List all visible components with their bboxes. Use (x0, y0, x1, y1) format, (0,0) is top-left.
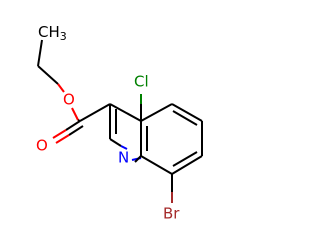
bond-c3-c4 (109, 103, 142, 122)
chlorine-label: Cl (134, 73, 149, 91)
molecule-structure: CH3 O O Cl N Br (36, 23, 203, 223)
bond-ch3-ch2 (37, 39, 43, 67)
bond-carbonyl-double-a (65, 120, 81, 131)
bond-n-c8a (134, 155, 142, 163)
bond-carbonyl-c3 (79, 103, 111, 122)
bond-carbonyl-double-b (68, 125, 84, 136)
bond-c7-c8 (171, 155, 203, 175)
bond-c5-c6 (171, 103, 203, 122)
bond-c7-c8-inner (172, 151, 198, 167)
bond-c2-n (109, 138, 122, 147)
bond-c2-n-blue (120, 145, 128, 150)
bond-carbonyl-double-a-red (52, 129, 67, 139)
nitrogen-label: N (118, 149, 129, 167)
bond-ch2-o (37, 65, 59, 85)
bond-o-carbonyl (71, 107, 79, 121)
bond-ch2-o-red (57, 83, 65, 93)
bond-c4a-c5 (140, 103, 173, 122)
bond-c5-c6-inner (172, 110, 198, 126)
carbonyl-oxygen-label: O (36, 137, 48, 155)
bond-carbonyl-double-b-red (55, 134, 70, 144)
ester-oxygen-label: O (63, 91, 75, 109)
bond-c8-c8a (140, 155, 173, 175)
bromine-label: Br (163, 205, 180, 223)
ch3-label: CH3 (38, 23, 67, 44)
